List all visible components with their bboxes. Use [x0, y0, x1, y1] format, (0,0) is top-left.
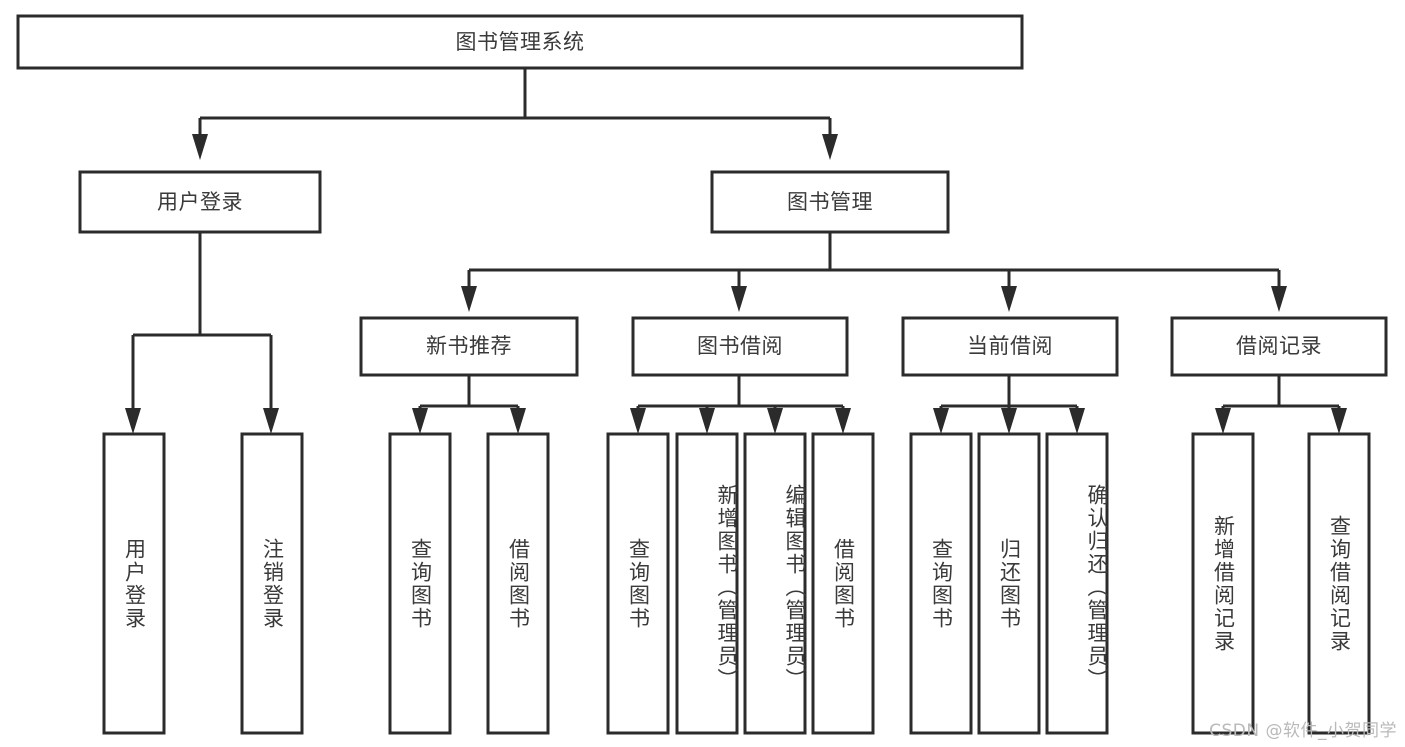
node-book-manage-box[interactable] — [710, 170, 950, 234]
connector-group-book-manage — [461, 232, 1287, 312]
node-leaf-query-book-3-box[interactable] — [909, 432, 973, 735]
leaf-box-group — [102, 432, 1371, 735]
arrow-to-leaf-return-book — [1001, 408, 1017, 434]
node-user-login[interactable]: 用户登录 — [78, 170, 322, 234]
node-new-book-rec-box[interactable] — [359, 316, 579, 377]
arrow-to-leaf-query-record — [1331, 408, 1347, 434]
node-leaf-confirm-return-box[interactable] — [1045, 432, 1109, 735]
connector-group-root — [192, 68, 838, 160]
connector-group-current-borrow — [933, 375, 1085, 434]
node-leaf-edit-book-box[interactable] — [743, 432, 807, 735]
node-borrow-record[interactable]: 借阅记录 — [1170, 316, 1388, 377]
arrow-to-leaf-confirm-return — [1069, 408, 1085, 434]
node-book-borrow-box[interactable] — [631, 316, 849, 377]
node-root[interactable]: 图书管理系统 — [16, 14, 1024, 70]
connector-group-borrow-record — [1215, 375, 1347, 434]
node-book-manage-label: 图书管理 — [787, 190, 873, 214]
node-borrow-record-box[interactable] — [1170, 316, 1388, 377]
arrow-to-current-borrow — [1001, 286, 1017, 312]
connector-group-new-book-rec — [412, 375, 526, 434]
arrow-to-new-book-rec — [461, 286, 477, 312]
node-new-book-rec[interactable]: 新书推荐 — [359, 316, 579, 377]
arrow-to-book-borrow — [731, 286, 747, 312]
node-new-book-rec-label: 新书推荐 — [426, 334, 512, 358]
connector-group-user-login — [125, 232, 279, 434]
arrow-to-borrow-record — [1271, 286, 1287, 312]
arrow-to-leaf-query-book-2 — [630, 408, 646, 434]
node-borrow-record-label: 借阅记录 — [1236, 334, 1322, 358]
arrow-to-leaf-query-book-3 — [933, 408, 949, 434]
arrow-to-leaf-add-book — [699, 408, 715, 434]
arrow-to-leaf-borrow-book-1 — [510, 408, 526, 434]
node-root-label: 图书管理系统 — [456, 30, 585, 54]
node-leaf-query-record-box[interactable] — [1307, 432, 1371, 735]
connector-group-book-borrow — [630, 375, 851, 434]
node-leaf-borrow-book-1-box[interactable] — [486, 432, 550, 735]
node-leaf-add-book-box[interactable] — [675, 432, 739, 735]
arrow-to-leaf-borrow-book-2 — [835, 408, 851, 434]
node-leaf-borrow-book-2-box[interactable] — [811, 432, 875, 735]
node-current-borrow-label: 当前借阅 — [967, 334, 1053, 358]
node-leaf-return-book-box[interactable] — [977, 432, 1041, 735]
node-user-login-label: 用户登录 — [157, 190, 243, 214]
node-leaf-query-book-2-box[interactable] — [606, 432, 670, 735]
node-current-borrow-box[interactable] — [901, 316, 1119, 377]
node-leaf-add-record-box[interactable] — [1191, 432, 1255, 735]
arrow-to-leaf-edit-book — [767, 408, 783, 434]
arrow-to-user-login — [192, 134, 208, 160]
csdn-watermark: CSDN @软件_小贺同学 — [1209, 721, 1397, 741]
node-book-borrow-label: 图书借阅 — [697, 334, 783, 358]
arrow-to-book-manage — [822, 134, 838, 160]
node-book-borrow[interactable]: 图书借阅 — [631, 316, 849, 377]
node-book-manage[interactable]: 图书管理 — [710, 170, 950, 234]
arrow-to-leaf-logout — [263, 408, 279, 434]
arrow-to-leaf-add-record — [1215, 408, 1231, 434]
node-leaf-user-login-box[interactable] — [102, 432, 166, 735]
arrow-to-leaf-query-book-1 — [412, 408, 428, 434]
node-root-box[interactable] — [16, 14, 1024, 70]
node-leaf-logout-box[interactable] — [240, 432, 304, 735]
node-current-borrow[interactable]: 当前借阅 — [901, 316, 1119, 377]
node-leaf-query-book-1-box[interactable] — [388, 432, 452, 735]
node-user-login-box[interactable] — [78, 170, 322, 234]
arrow-to-leaf-user-login — [125, 408, 141, 434]
